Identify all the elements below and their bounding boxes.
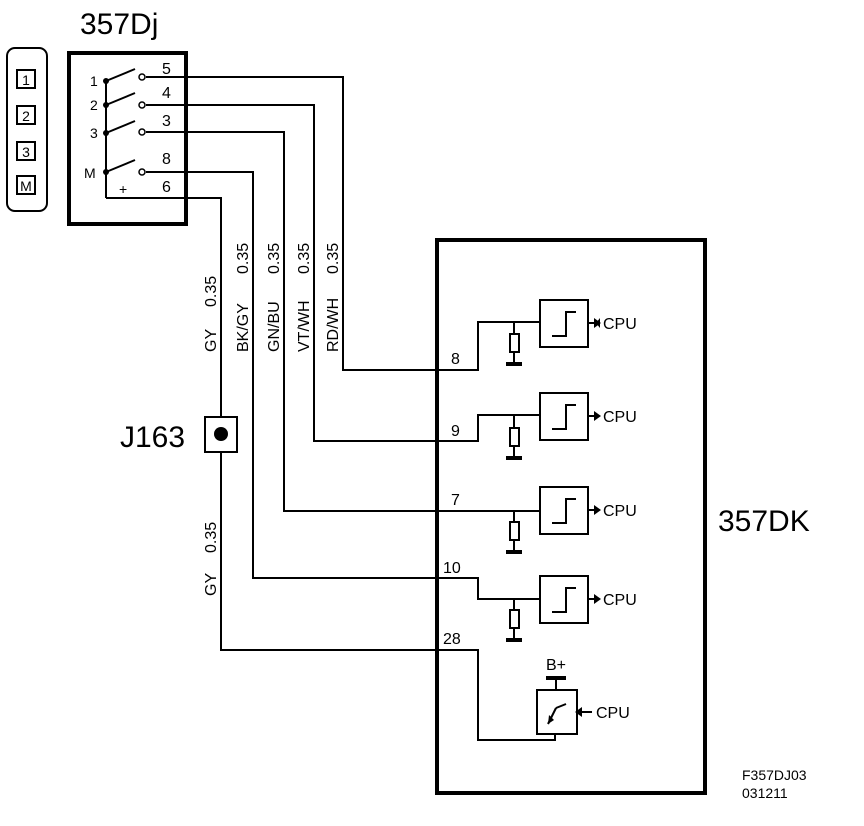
wire-gn-bu — [186, 131, 437, 512]
channel-3-schmitt — [539, 486, 589, 535]
key-m-label: M — [20, 178, 32, 194]
contact-m-left-label: M — [84, 165, 96, 181]
contact-1-left-label: 1 — [90, 73, 98, 89]
key-3-label: 3 — [22, 144, 30, 160]
channel-2-schmitt — [539, 392, 589, 441]
wire-gn-bu-gauge-label: 0.35 — [266, 243, 283, 274]
channel-2-resistor — [509, 427, 520, 447]
key-icons-group: 1 2 3 M — [6, 47, 48, 212]
channel-4-schmitt — [539, 575, 589, 624]
control-module-label: 357DK — [718, 505, 810, 538]
figure-date: 031211 — [742, 785, 788, 801]
key-3-icon — [16, 141, 36, 161]
wire-gy-upper — [186, 197, 222, 417]
contact-3-pin-label: 3 — [162, 113, 171, 130]
contact-3-terminal — [138, 128, 146, 136]
module-pin-9-label: 9 — [451, 423, 460, 440]
module-pin-8-label: 8 — [451, 351, 460, 368]
wire-gy-gauge-label: 0.35 — [203, 276, 220, 307]
channel-1-resistor — [509, 333, 520, 353]
channel-2-arrowhead-icon — [594, 411, 601, 421]
wire-gy-lower-gauge-label: 0.35 — [203, 522, 220, 553]
contact-1-terminal — [138, 73, 146, 81]
driver-cpu-label: CPU — [596, 705, 630, 722]
channel-4-resistor — [509, 609, 520, 629]
contact-m-terminal — [138, 168, 146, 176]
module-pin-10-label: 10 — [443, 560, 461, 577]
channel-3-arrowhead-icon — [594, 505, 601, 515]
wire-gy-lower-color-label: GY — [203, 573, 220, 596]
junction-box — [204, 416, 238, 453]
wire-vt-wh — [186, 104, 437, 442]
contact-m-blade — [105, 159, 136, 173]
channel-3-resistor — [509, 521, 520, 541]
channel-3-cpu-label: CPU — [603, 503, 637, 520]
wire-gn-bu-color-label: GN/BU — [266, 301, 283, 352]
channel-2-schmitt-glyph — [552, 404, 576, 430]
key-icons-frame — [6, 47, 48, 212]
key-1-label: 1 — [22, 72, 30, 88]
control-module-box — [435, 238, 707, 795]
contact-2-pin-label: 4 — [162, 85, 171, 102]
contact-2-terminal — [138, 101, 146, 109]
key-2-label: 2 — [22, 108, 30, 124]
supply-pin-label: 6 — [162, 179, 171, 196]
supply-plus-label: + — [119, 181, 127, 197]
wire-bk-gy-gauge-label: 0.35 — [235, 243, 252, 274]
wire-gy-color-label: GY — [203, 329, 220, 352]
contact-3-blade — [105, 120, 136, 134]
transistor-arrow-icon — [548, 715, 554, 724]
contact-2-left-label: 2 — [90, 97, 98, 113]
channel-1-cpu-label: CPU — [603, 316, 637, 333]
supply-b-plus-label: B+ — [546, 657, 566, 674]
channel-1-arrowhead-icon — [594, 318, 601, 328]
wire-rd-wh — [186, 76, 437, 371]
contact-m-pin-label: 8 — [162, 151, 171, 168]
junction-label: J163 — [120, 421, 185, 454]
channel-1-schmitt — [539, 299, 589, 348]
contact-2-blade — [105, 92, 136, 106]
driver-transistor-box — [536, 689, 578, 735]
channel-2-input — [437, 414, 540, 442]
junction-dot — [214, 427, 228, 441]
channel-4-schmitt-glyph — [552, 587, 576, 613]
channel-4-input — [437, 577, 540, 600]
channel-4-cpu-label: CPU — [603, 592, 637, 609]
wire-rd-wh-color-label: RD/WH — [325, 298, 342, 352]
contact-3-left-label: 3 — [90, 125, 98, 141]
key-m-icon — [16, 175, 36, 195]
driver-output-line — [437, 649, 556, 741]
channel-2-cpu-label: CPU — [603, 409, 637, 426]
wire-vt-wh-color-label: VT/WH — [296, 300, 313, 352]
figure-code: F357DJ03 — [742, 767, 807, 783]
contact-1-pin-label: 5 — [162, 61, 171, 78]
channel-4-arrowhead-icon — [594, 594, 601, 604]
wire-rd-wh-gauge-label: 0.35 — [325, 243, 342, 274]
wire-gy-lower — [220, 452, 437, 651]
contact-1-blade — [105, 68, 136, 82]
channel-1-schmitt-glyph — [552, 311, 576, 337]
module-pin-7-label: 7 — [451, 492, 460, 509]
key-2-icon — [16, 105, 36, 125]
channel-3-schmitt-glyph — [552, 498, 576, 524]
transistor-icon-stroke-2 — [555, 703, 567, 709]
module-pin-28-label: 28 — [443, 631, 461, 648]
switch-component-box — [67, 51, 188, 226]
switch-component-label: 357Dj — [80, 8, 158, 41]
wire-bk-gy-color-label: BK/GY — [235, 303, 252, 352]
driver-control-arrow-icon — [575, 707, 582, 717]
wire-bk-gy — [186, 171, 437, 579]
channel-1-input — [437, 321, 540, 371]
wire-vt-wh-gauge-label: 0.35 — [296, 243, 313, 274]
key-1-icon — [16, 69, 36, 89]
